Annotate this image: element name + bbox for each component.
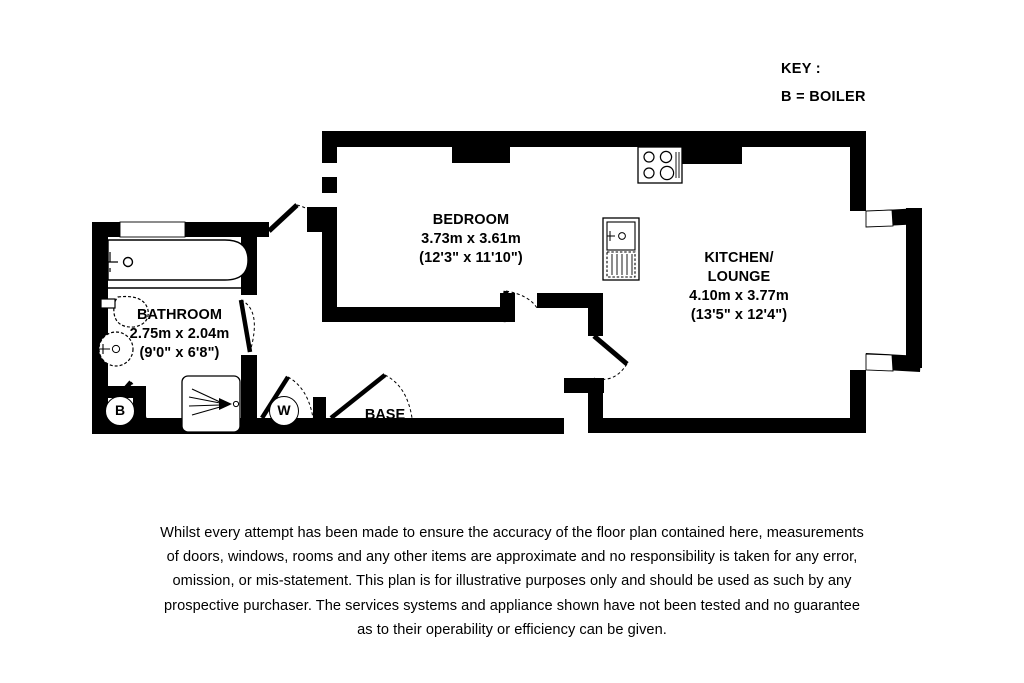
wall-top-main bbox=[322, 131, 866, 147]
shower-cubicle-icon bbox=[181, 375, 241, 433]
hob-control-marks bbox=[675, 152, 680, 178]
key-entry-boiler: B = BOILER bbox=[781, 89, 866, 105]
hob-icon bbox=[637, 146, 683, 184]
hob-burner-2 bbox=[659, 150, 673, 164]
cupboard-label-base: BASE bbox=[364, 407, 406, 423]
toilet-cistern-icon bbox=[100, 298, 116, 309]
wall-bedroom-left-lower bbox=[322, 207, 337, 322]
disclaimer-line-2: of doors, windows, rooms and any other i… bbox=[166, 549, 858, 566]
wall-bedroom-left-mullion bbox=[322, 177, 337, 193]
bathtub-icon bbox=[107, 239, 249, 281]
hob-burner-1 bbox=[643, 151, 655, 163]
key-block: KEY : B = BOILER bbox=[781, 55, 866, 111]
wall-top-nib-left bbox=[452, 147, 510, 163]
wall-bathroom-right-lower bbox=[241, 355, 257, 418]
sink-plug-icon bbox=[618, 232, 626, 240]
room-label-bedroom: BEDROOM 3.73m x 3.61m (12'3" x 11'10") bbox=[347, 211, 595, 268]
wall-right-lower bbox=[850, 370, 866, 433]
kitchen-fixtures bbox=[602, 146, 683, 281]
shower-valve-icon bbox=[232, 400, 240, 408]
hob-burner-4 bbox=[659, 165, 675, 181]
bathtub-plug-icon bbox=[122, 256, 134, 268]
sink-tap-icon bbox=[607, 231, 615, 241]
room-dimensions-metric-kitchen-lounge: 4.10m x 3.77m bbox=[689, 288, 789, 304]
wash-basin-tap-icon bbox=[99, 344, 110, 354]
disclaimer-text: Whilst every attempt has been made to en… bbox=[92, 521, 932, 642]
wall-bathroom-top-right bbox=[185, 222, 257, 237]
wall-bedroom-left-jog bbox=[307, 207, 323, 232]
doors bbox=[98, 203, 629, 420]
room-dimensions-imperial-bathroom: (9'0" x 6'8") bbox=[139, 345, 220, 361]
wall-right-upper bbox=[850, 131, 866, 211]
wall-kitchen-left-upper bbox=[588, 293, 603, 336]
disclaimer-line-3: omission, or mis-statement. This plan is… bbox=[172, 573, 852, 590]
window-bay-upper-opening bbox=[865, 209, 894, 228]
wall-hall-nib bbox=[313, 397, 326, 419]
wall-bedroom-bottom bbox=[322, 307, 515, 322]
wall-bedroom-left-upper bbox=[322, 131, 337, 163]
room-name-bedroom: BEDROOM bbox=[432, 212, 510, 228]
door-cupboard-base bbox=[329, 373, 413, 420]
wall-structure bbox=[92, 131, 922, 434]
wall-partition-bedroom-kitchen bbox=[537, 293, 603, 308]
toilet-icon bbox=[113, 295, 149, 328]
wall-hall-kitchen-return bbox=[564, 378, 604, 393]
wall-hall-bedroom-connector bbox=[257, 222, 269, 237]
boiler-tag: B bbox=[105, 396, 135, 426]
door-hall-to-kitchen bbox=[592, 334, 629, 380]
bathroom-fixtures bbox=[98, 239, 249, 367]
shower-spray-lines bbox=[188, 388, 221, 416]
door-bathroom bbox=[238, 299, 255, 353]
hob-burner-3 bbox=[643, 167, 655, 179]
room-name-bathroom: BATHROOM bbox=[136, 307, 223, 323]
room-name-kitchen: KITCHEN/ bbox=[704, 250, 774, 266]
disclaimer-line-1: Whilst every attempt has been made to en… bbox=[160, 525, 864, 541]
shower-tray-outline bbox=[181, 375, 241, 433]
wall-hall-bottom-mid bbox=[262, 418, 412, 434]
window-bay-lower-opening bbox=[865, 353, 894, 372]
wall-kitchen-bottom bbox=[588, 418, 866, 433]
shower-head-icon bbox=[219, 398, 232, 410]
sink-drainer-grooves bbox=[611, 254, 633, 275]
room-label-kitchen-lounge: KITCHEN/ LOUNGE 4.10m x 3.77m (13'5" x 1… bbox=[604, 249, 874, 325]
wall-bay-outer bbox=[906, 208, 922, 368]
wall-top-nib-right bbox=[680, 147, 742, 164]
wall-bathroom-top-left bbox=[92, 222, 120, 237]
room-dimensions-imperial-bedroom: (12'3" x 11'10") bbox=[419, 250, 523, 266]
room-label-bathroom: BATHROOM 2.75m x 2.04m (9'0" x 6'8") bbox=[62, 306, 297, 363]
door-hall-to-bedroom bbox=[267, 203, 323, 233]
room-dimensions-imperial-kitchen-lounge: (13'5" x 12'4") bbox=[690, 307, 788, 323]
window-bathroom-top-frame bbox=[119, 221, 186, 238]
room-name-lounge: LOUNGE bbox=[707, 269, 771, 285]
room-dimensions-metric-bedroom: 3.73m x 3.61m bbox=[421, 231, 521, 247]
disclaimer-line-5: as to their operability or efficiency ca… bbox=[357, 621, 667, 638]
room-dimensions-metric-bathroom: 2.75m x 2.04m bbox=[129, 326, 230, 342]
w-tag: W bbox=[269, 396, 299, 426]
wall-hall-bottom-right bbox=[412, 418, 564, 434]
wash-basin-plug-icon bbox=[111, 344, 121, 354]
bathtub-tap-icon bbox=[106, 252, 118, 272]
wall-left-outer bbox=[92, 222, 108, 434]
key-title: KEY : bbox=[781, 61, 821, 77]
door-bedroom-bottom-right bbox=[500, 290, 538, 323]
disclaimer-line-4: prospective purchaser. The services syst… bbox=[164, 597, 860, 614]
